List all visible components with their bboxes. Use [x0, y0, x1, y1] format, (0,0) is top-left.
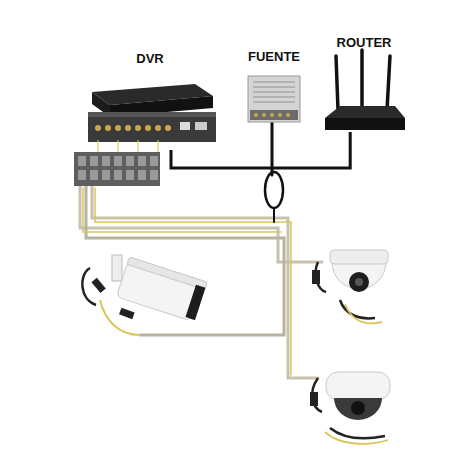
dvr-node: DVR	[80, 51, 220, 150]
dome-camera	[312, 250, 388, 323]
balun-block	[74, 140, 160, 186]
network-cable	[171, 132, 350, 168]
device-label: ROUTER	[318, 35, 410, 50]
power-supply-illustration	[248, 76, 300, 122]
router-illustration	[325, 50, 405, 130]
dome-camera	[310, 372, 390, 444]
device-label: FUENTE	[238, 49, 310, 64]
power-supply-node: FUENTE	[238, 49, 310, 127]
bullet-camera	[82, 255, 207, 335]
device-label: DVR	[80, 51, 220, 66]
router-node: ROUTER	[318, 35, 410, 132]
camera-wires	[80, 123, 322, 378]
dvr-illustration	[88, 84, 216, 142]
